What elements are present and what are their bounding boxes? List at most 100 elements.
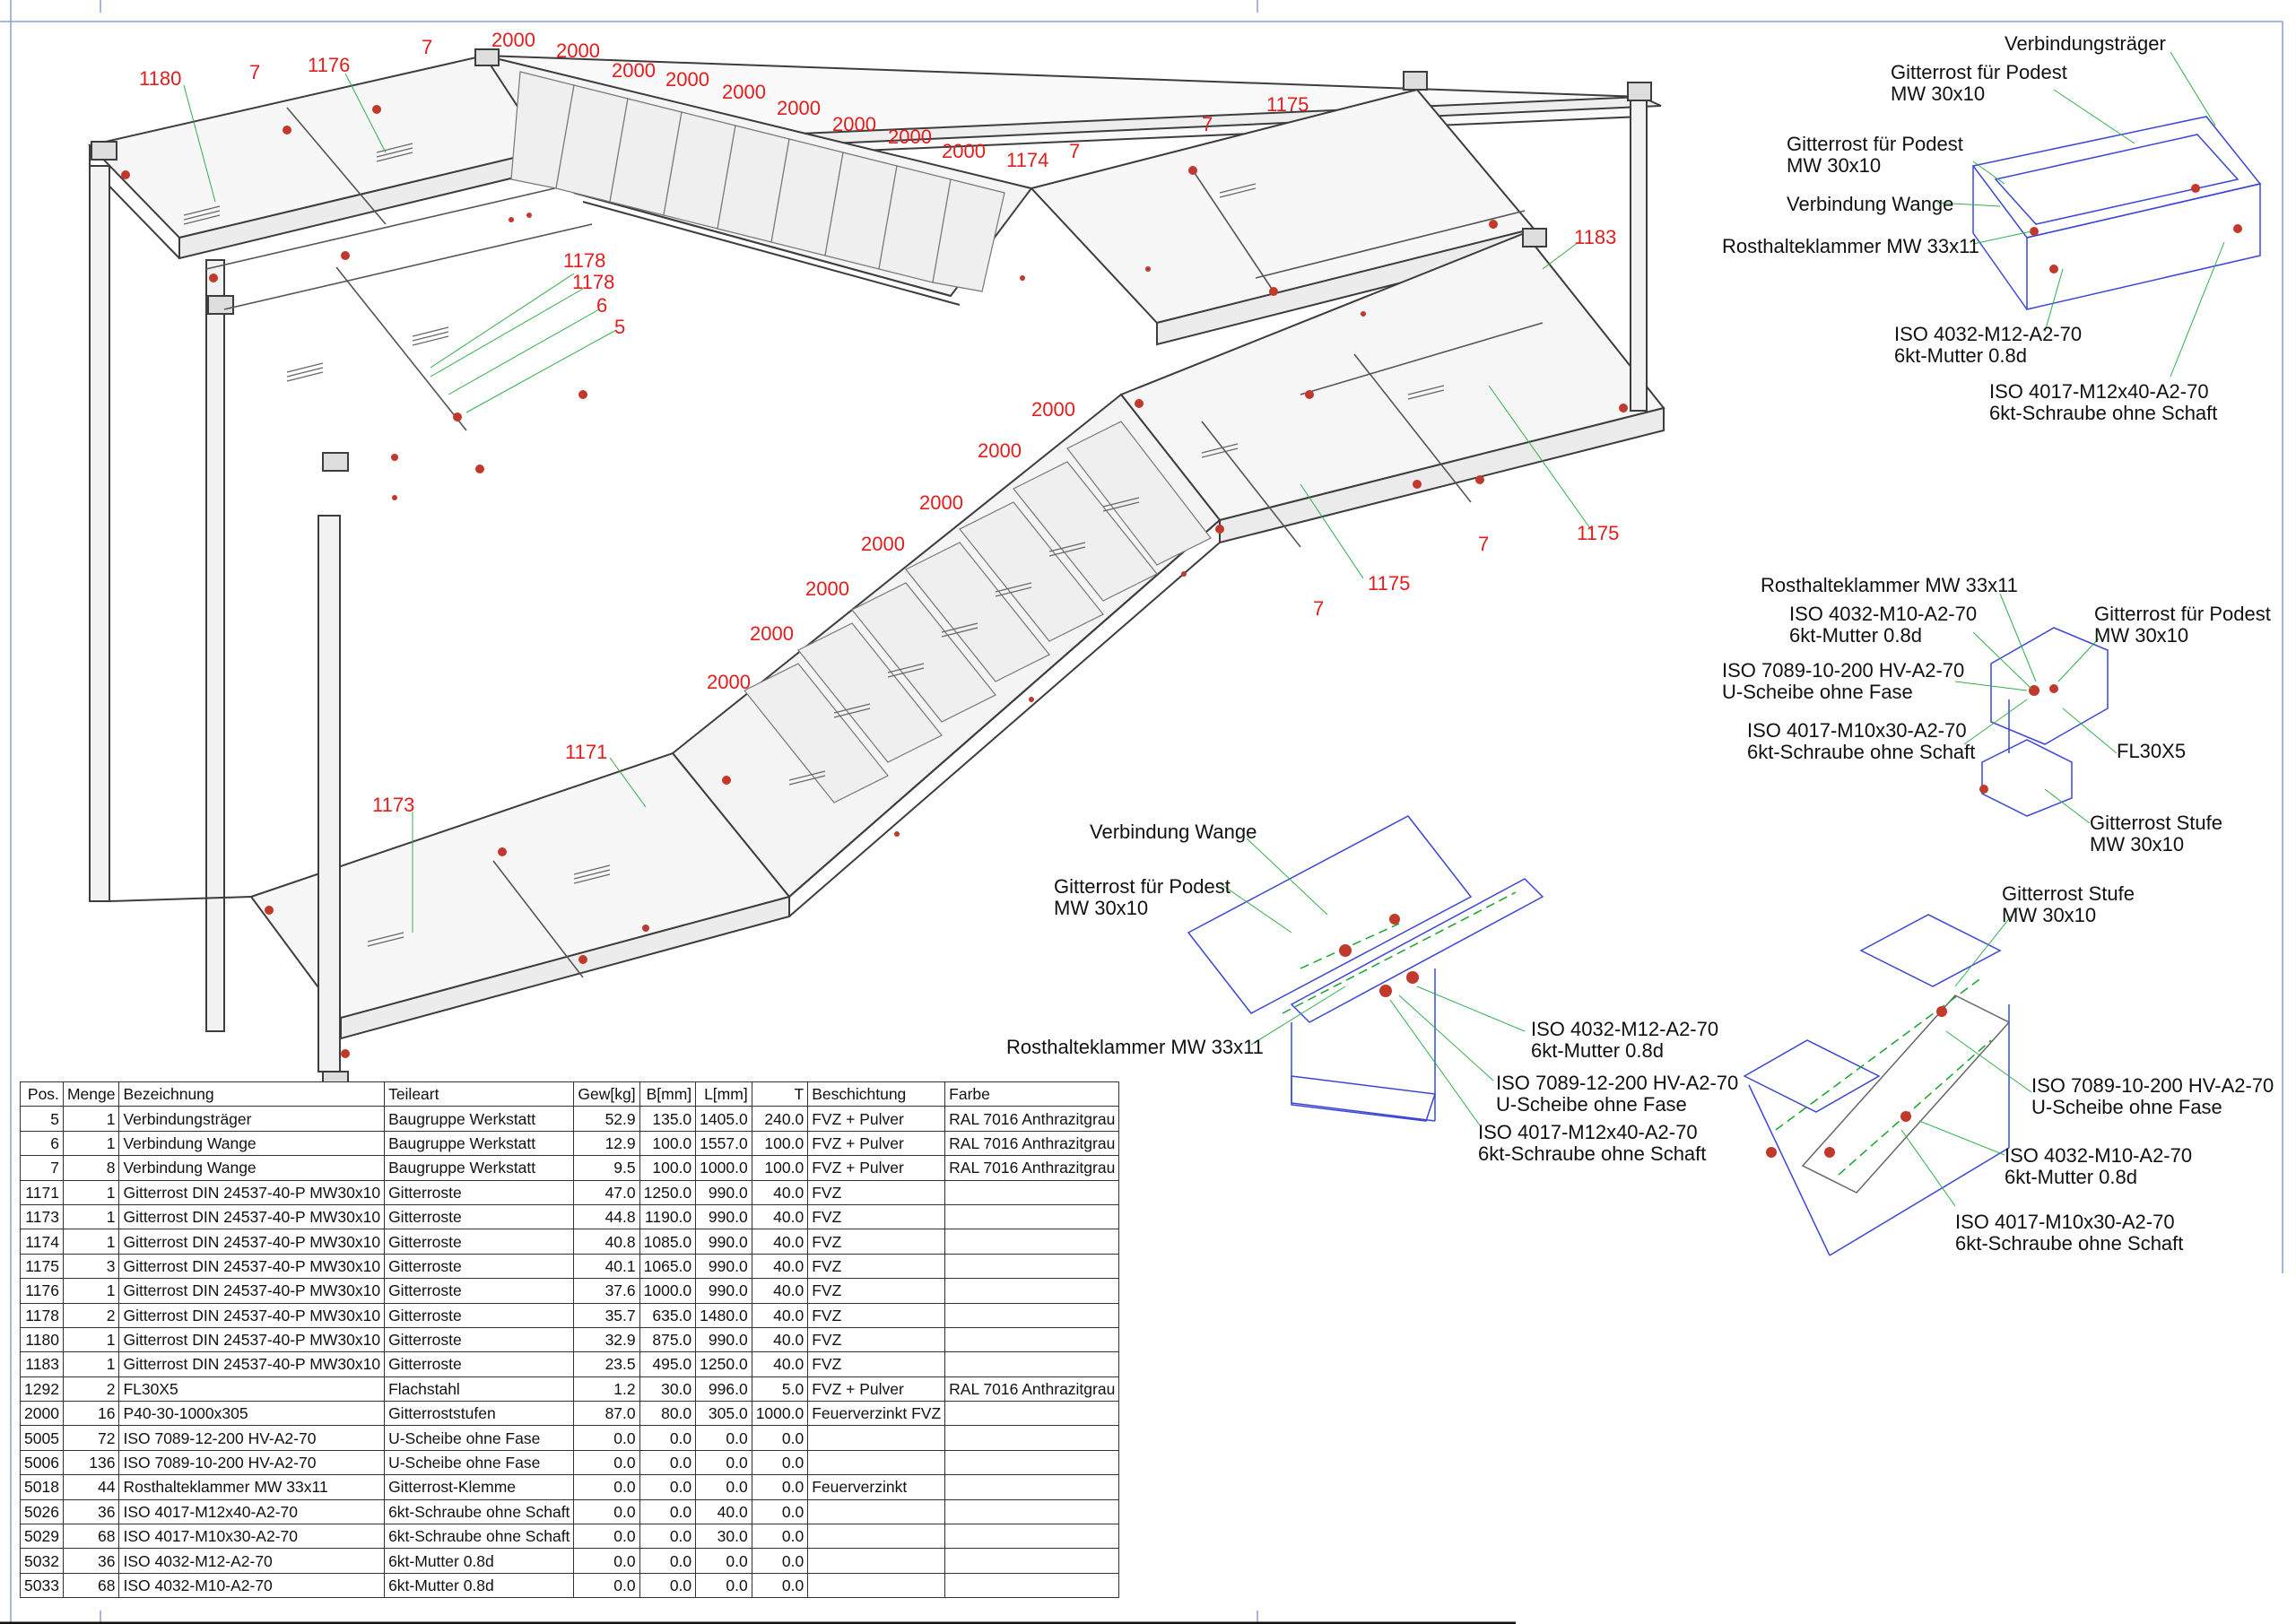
bom-cell: 100.0 [751, 1130, 809, 1157]
detail-a-label-1: Verbindungsträger [2005, 32, 2166, 55]
bom-cell: 0.0 [639, 1572, 697, 1599]
bom-cell: ISO 4017-M12x40-A2-70 [118, 1498, 386, 1525]
bom-cell: 0.0 [639, 1498, 697, 1525]
bom-header-cell: Pos. [20, 1081, 64, 1107]
bom-cell: 990.0 [695, 1278, 752, 1304]
bom-cell: 0.0 [751, 1425, 809, 1451]
bom-header-cell: Farbe [944, 1081, 1120, 1107]
pos-2000-s8: 2000 [888, 126, 932, 148]
bom-cell [944, 1253, 1120, 1280]
bom-cell: 40.8 [573, 1229, 640, 1255]
bom-cell: 0.0 [573, 1498, 640, 1525]
pos-2000-t4: 2000 [861, 533, 905, 555]
bom-cell: 990.0 [695, 1229, 752, 1255]
detail-a-connection-beam: Verbindungsträger Gitterrost für Podest … [1722, 32, 2262, 424]
bom-cell: 7 [20, 1155, 64, 1181]
bom-cell: 1 [62, 1179, 120, 1205]
pos-1175-a: 1175 [1266, 93, 1309, 116]
detail-a-label-6b: 6kt-Mutter 0.8d [1894, 344, 2027, 367]
pos-2000-s4: 2000 [665, 68, 709, 91]
bom-cell: 0.0 [751, 1548, 809, 1574]
pos-7-b: 7 [422, 36, 432, 58]
bom-cell [944, 1229, 1120, 1255]
grating-hatches [183, 143, 1445, 947]
pos-2000-t5: 2000 [805, 578, 849, 600]
bom-cell: 5029 [20, 1524, 64, 1550]
detail-a-label-6a: ISO 4032-M12-A2-70 [1894, 323, 2082, 345]
detail-d-label-2a: ISO 7089-10-200 HV-A2-70 [2031, 1074, 2274, 1097]
pos-5: 5 [614, 316, 625, 338]
detail-b-label-5b: 6kt-Schraube ohne Schaft [1747, 741, 1975, 763]
bom-cell: 1190.0 [639, 1203, 697, 1230]
detail-b-label-4a: ISO 7089-10-200 HV-A2-70 [1722, 659, 1964, 682]
bom-cell: 1178 [20, 1302, 64, 1328]
detail-d-label-4b: 6kt-Schraube ohne Schaft [1955, 1232, 2183, 1255]
bom-cell: 68 [62, 1572, 120, 1599]
bom-cell: ISO 7089-12-200 HV-A2-70 [118, 1425, 386, 1451]
pos-2000-t3: 2000 [919, 491, 963, 514]
bom-cell: 40.0 [751, 1203, 809, 1230]
bom-cell: Gitterroste [384, 1179, 575, 1205]
bom-cell: 5026 [20, 1498, 64, 1525]
bom-header-cell: B[mm] [639, 1081, 697, 1107]
bom-cell: 2 [62, 1302, 120, 1328]
bom-cell: 0.0 [751, 1524, 809, 1550]
bom-cell: FVZ + Pulver [807, 1155, 946, 1181]
detail-c-label-1: Verbindung Wange [1090, 821, 1257, 843]
bom-cell [807, 1449, 946, 1476]
detail-d-label-1a: Gitterrost Stufe [2002, 882, 2135, 905]
bom-cell: 1250.0 [695, 1351, 752, 1377]
bom-cell [944, 1572, 1120, 1599]
bom-cell: 5.0 [751, 1376, 809, 1403]
bom-cell: 0.0 [639, 1449, 697, 1476]
pos-2000-s1: 2000 [491, 29, 535, 51]
pos-1173: 1173 [372, 794, 414, 816]
bom-cell: 0.0 [695, 1572, 752, 1599]
bom-cell: 87.0 [573, 1401, 640, 1427]
bom-cell: FL30X5 [118, 1376, 386, 1403]
detail-b-label-2b: 6kt-Mutter 0.8d [1789, 624, 1922, 647]
bom-cell [944, 1449, 1120, 1476]
grating-bars [205, 107, 1544, 978]
bom-cell [807, 1572, 946, 1599]
bom-cell: 0.0 [751, 1449, 809, 1476]
bom-cell: 100.0 [751, 1155, 809, 1181]
bom-cell: 1 [62, 1106, 120, 1132]
pos-1176: 1176 [308, 54, 350, 76]
bom-cell: 1174 [20, 1229, 64, 1255]
bom-cell: 0.0 [695, 1425, 752, 1451]
bom-cell: 0.0 [751, 1498, 809, 1525]
pos-7-f: 7 [1313, 597, 1324, 620]
detail-a-label-2b: MW 30x10 [1891, 83, 1985, 105]
pos-6: 6 [596, 294, 607, 317]
bom-cell: 990.0 [695, 1179, 752, 1205]
pos-2000-t1: 2000 [1031, 398, 1075, 421]
bom-cell: 1000.0 [639, 1278, 697, 1304]
pos-2000-s3: 2000 [612, 59, 656, 82]
bom-cell: 100.0 [639, 1130, 697, 1157]
bom-cell: 990.0 [695, 1326, 752, 1353]
bom-cell [944, 1203, 1120, 1230]
bom-cell: 32.9 [573, 1326, 640, 1353]
detail-d-label-3b: 6kt-Mutter 0.8d [2005, 1166, 2137, 1188]
pos-7-a: 7 [249, 61, 260, 83]
bom-cell: ISO 7089-10-200 HV-A2-70 [118, 1449, 386, 1476]
bom-header-cell: Gew[kg] [573, 1081, 640, 1107]
pos-2000-s5: 2000 [722, 81, 766, 103]
detail-a-label-2a: Gitterrost für Podest [1891, 61, 2067, 83]
bom-header-cell: Bezeichnung [118, 1081, 386, 1107]
bom-cell [944, 1278, 1120, 1304]
bom-cell: 990.0 [695, 1253, 752, 1280]
bom-cell: 996.0 [695, 1376, 752, 1403]
pos-1178-a: 1178 [563, 249, 605, 272]
detail-a-label-3b: MW 30x10 [1787, 154, 1881, 177]
bom-cell: 1 [62, 1130, 120, 1157]
